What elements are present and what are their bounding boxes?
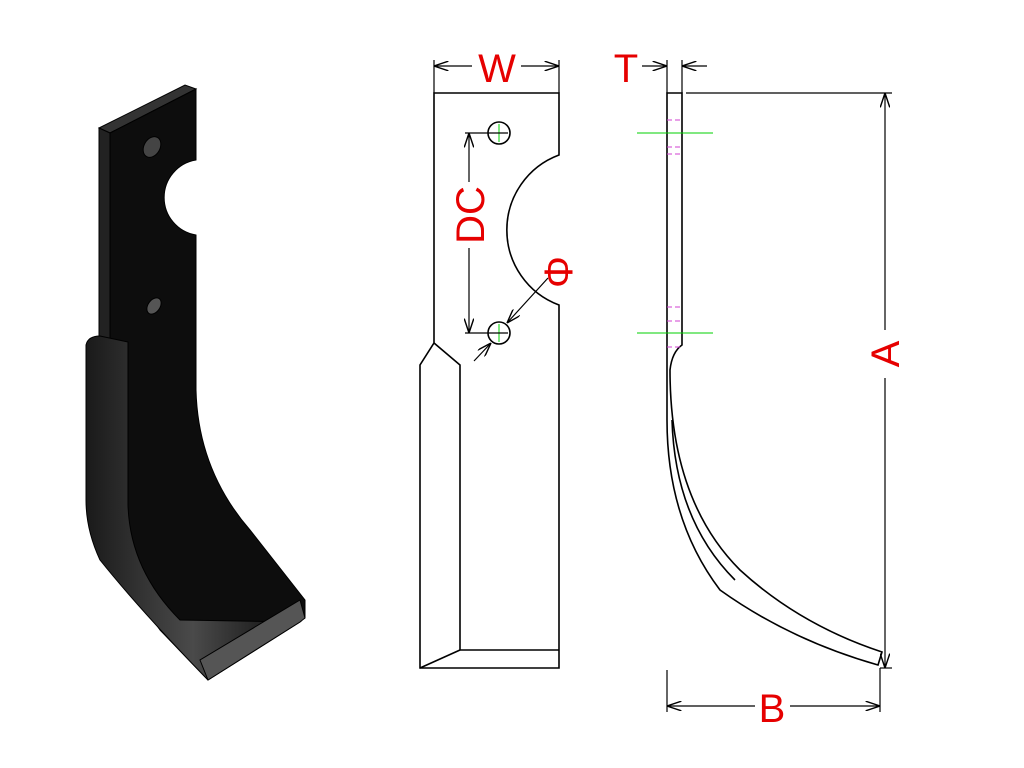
- height-label: A: [864, 340, 908, 367]
- thickness-label: T: [614, 47, 638, 91]
- bottom-hole: [146, 297, 162, 315]
- top-hole: [142, 136, 162, 158]
- front-view: [419, 60, 560, 669]
- side-view: [637, 60, 892, 712]
- width-label: W: [478, 47, 516, 91]
- bend-label: B: [759, 687, 786, 731]
- hole-diameter-label: Φ: [537, 256, 581, 288]
- hole-distance-label: DC: [449, 186, 493, 244]
- isometric-blade-view: [85, 84, 306, 681]
